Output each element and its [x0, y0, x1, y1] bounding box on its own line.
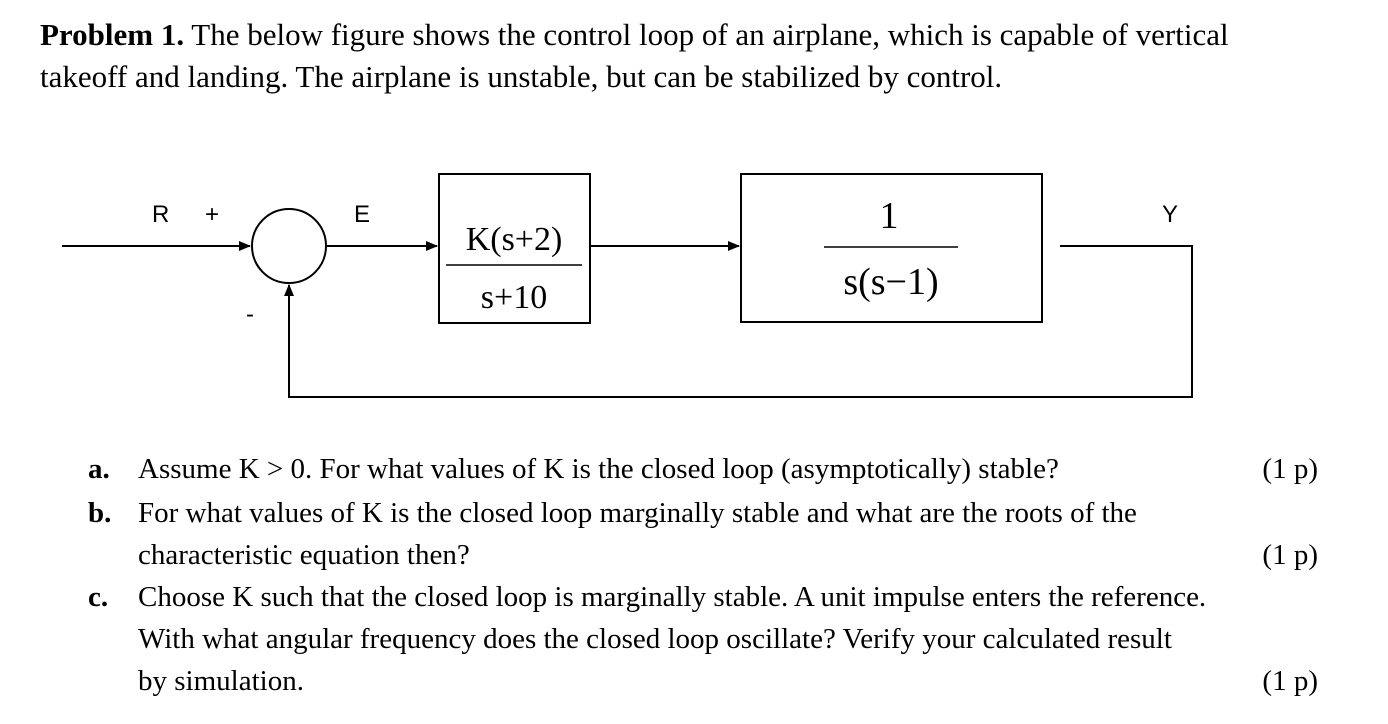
plus-sign: + [205, 201, 219, 228]
question-b-line-1: For what values of K is the closed loop … [138, 497, 1137, 529]
question-b-line-2: characteristic equation then? [138, 539, 470, 571]
minus-sign: - [246, 301, 254, 328]
plant-numerator: 1 [880, 195, 899, 237]
feedback-path [288, 245, 1193, 398]
question-b-label: b. [88, 497, 112, 529]
question-a-label: a. [88, 453, 110, 485]
question-c-points: (1 p) [1262, 665, 1318, 697]
plant-block [740, 173, 1043, 323]
question-c-line-1: Choose K such that the closed loop is ma… [138, 581, 1207, 613]
question-c-line-3: by simulation. [138, 665, 304, 697]
summing-junction [251, 208, 327, 284]
question-c-label: c. [88, 581, 109, 613]
question-c: c. Choose K such that the closed loop is… [88, 576, 1338, 702]
question-b-points: (1 p) [1262, 539, 1318, 571]
problem-label: Problem 1. [40, 17, 185, 52]
controller-denominator: s+10 [481, 279, 547, 316]
controller-numerator: K(s+2) [466, 221, 563, 258]
problem-statement: Problem 1. The below figure shows the co… [40, 14, 1360, 98]
problem-text-line-1: The below figure shows the control loop … [191, 17, 1229, 52]
problem-text-line-2: takeoff and landing. The airplane is uns… [40, 59, 1003, 94]
plant-denominator: s(s−1) [843, 261, 938, 303]
question-a-points: (1 p) [1262, 453, 1318, 485]
question-a-line-1: Assume K > 0. For what values of K is th… [138, 453, 1059, 485]
question-a: a. Assume K > 0. For what values of K is… [88, 448, 1338, 490]
error-label-e: E [354, 201, 370, 228]
question-b: b. For what values of K is the closed lo… [88, 492, 1338, 576]
question-c-line-2: With what angular frequency does the clo… [138, 623, 1172, 655]
output-label-y: Y [1162, 201, 1178, 228]
block-diagram: R + - E Y K(s+2) s+10 1 s(s−1) [62, 173, 1193, 398]
input-label-r: R [152, 201, 169, 228]
controller-block [438, 173, 591, 324]
